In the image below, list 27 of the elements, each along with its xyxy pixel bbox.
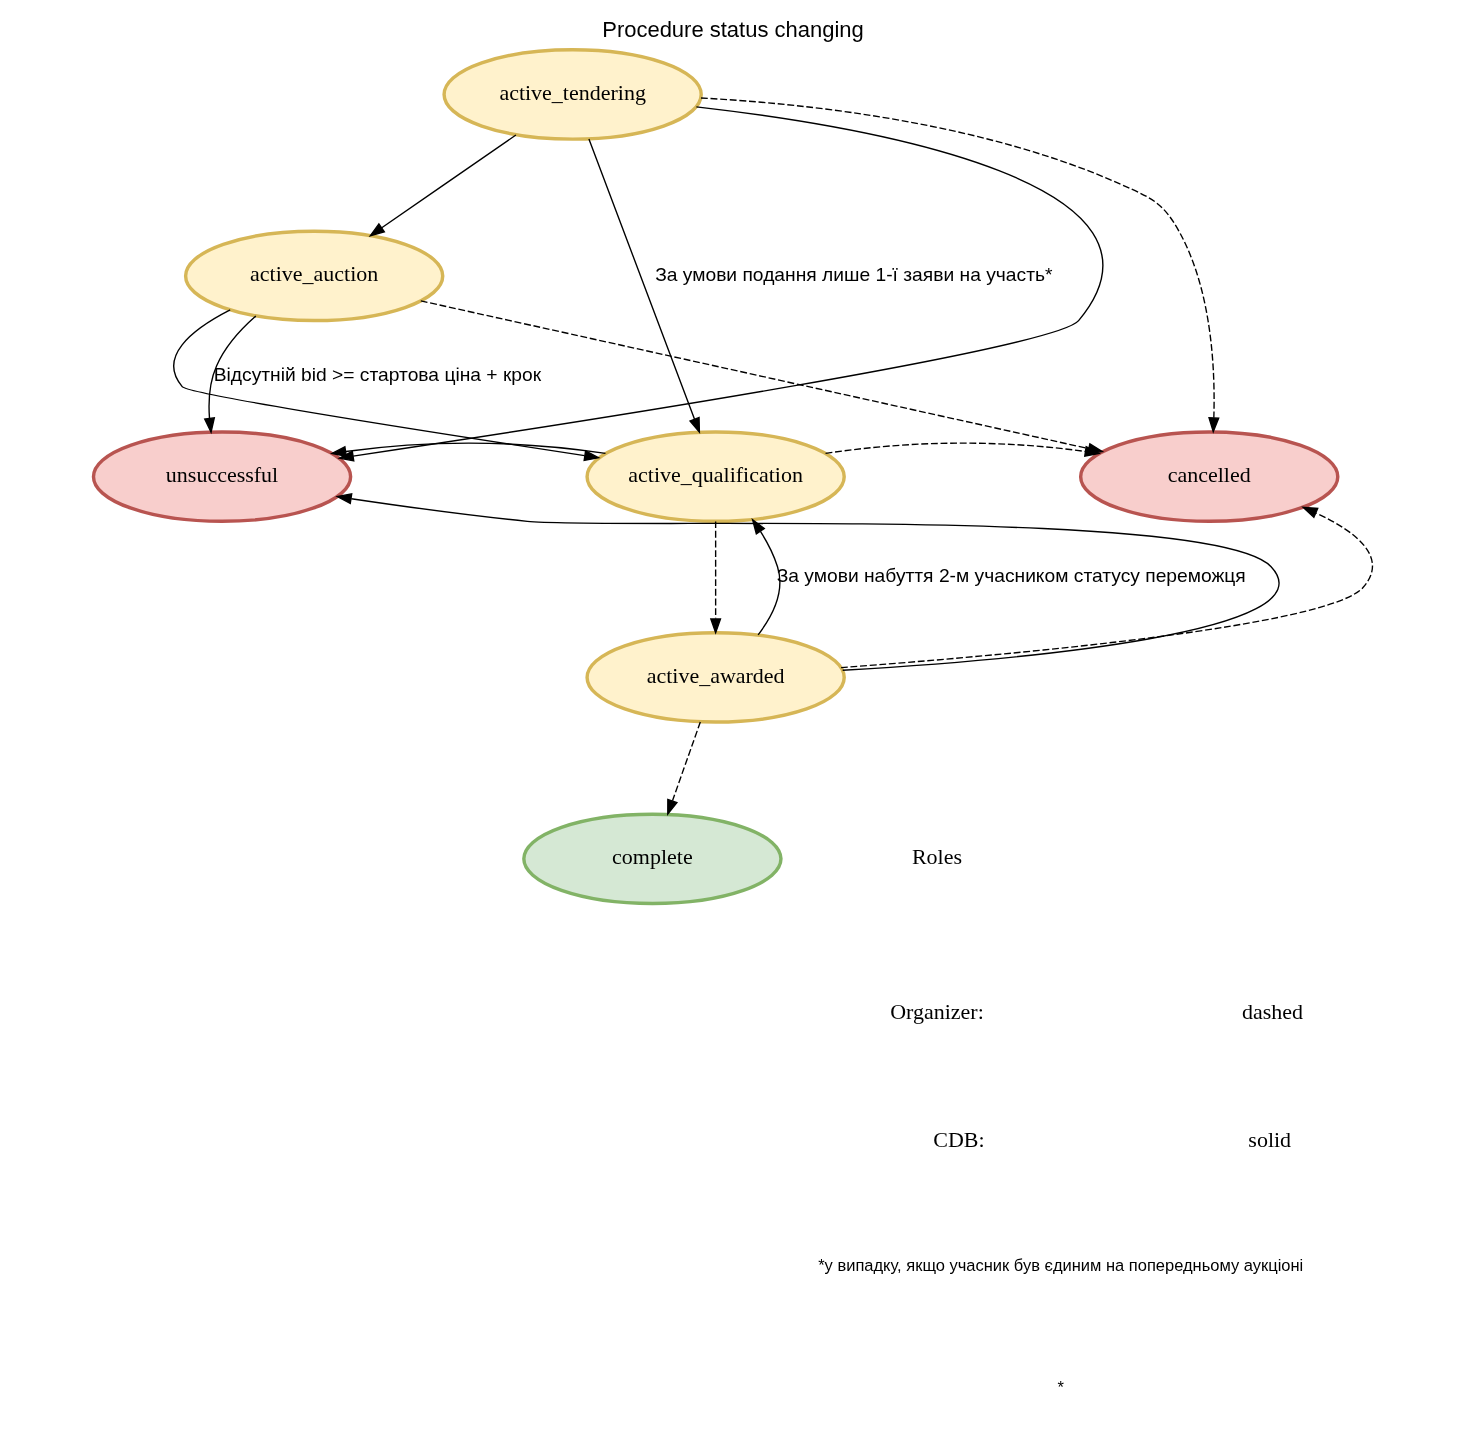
node-ellipse: active_tendering [442,48,703,141]
arrow [700,97,1220,434]
arrow [588,138,701,435]
label: solid [1248,1126,1292,1152]
arrow [203,315,257,435]
label: dashed [1241,998,1304,1024]
arrow [709,520,722,635]
arrow [840,506,1374,669]
label: CDB: [933,1126,985,1152]
node-ellipse: complete [522,812,783,906]
edge-label: Відсутній bid >= стартова ціна + крок [213,364,542,386]
diagram-title: Procedure status changing [602,17,864,43]
node-ellipse: active_awarded [585,630,846,724]
arrow [751,518,781,636]
arrow [335,493,1280,671]
arrow [173,309,601,462]
arrow [329,442,607,458]
label: * [1057,1378,1064,1397]
node-ellipse: active_auction [183,229,445,323]
label: *у випадку, якщо учасник був єдиним на попередньому аукціоні [818,1255,1304,1274]
arrow [368,134,517,237]
edge-label: За умови подання лише 1-ї заяви на участь* [655,263,1053,285]
label: Roles [911,844,963,870]
label: Organizer: [890,998,984,1024]
arrow [824,442,1102,458]
node-ellipse: cancelled [1078,430,1340,524]
arrow [667,721,701,816]
